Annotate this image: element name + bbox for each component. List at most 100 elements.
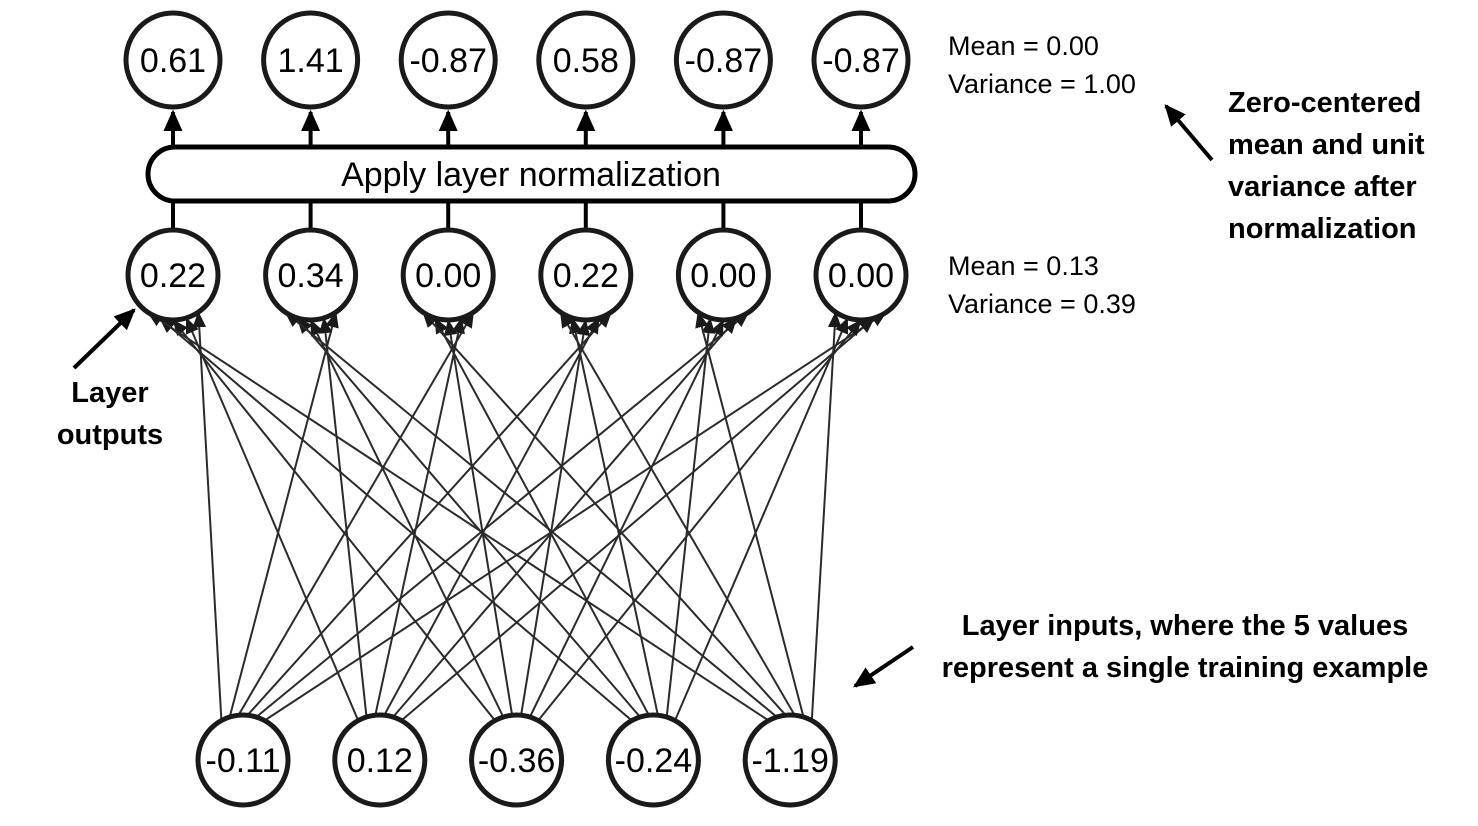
hidden-node-5[interactable]: 0.00 xyxy=(813,227,909,323)
edge-input-0-to-hidden-0 xyxy=(192,311,223,721)
edge-input-1-to-hidden-2 xyxy=(374,317,465,716)
output-variance-label: Variance = 1.00 xyxy=(948,69,1136,99)
output-node-value-4: -0.87 xyxy=(685,42,763,80)
output-node-value-3: 0.58 xyxy=(553,42,619,80)
edge-input-0-to-hidden-2 xyxy=(237,311,475,716)
hidden-variance-label: Variance = 0.39 xyxy=(948,289,1136,319)
output-node-value-1: 1.41 xyxy=(278,42,344,80)
output-node-circle-4 xyxy=(673,10,773,110)
output-node-3[interactable]: 0.58 xyxy=(536,10,636,110)
edge-input-1-to-hidden-5 xyxy=(400,317,875,722)
edge-input-2-to-hidden-3 xyxy=(520,319,591,716)
input-node-circle-3 xyxy=(605,712,701,808)
input-layer-nodes: -0.11 0.12 -0.36 -0.24 -1.19 xyxy=(195,712,838,808)
annotation-zero-centered: Zero-centered mean and unit variance aft… xyxy=(1228,82,1468,250)
output-node-5[interactable]: -0.87 xyxy=(811,10,911,110)
hidden-node-value-2: 0.00 xyxy=(415,257,481,295)
input-node-circle-4 xyxy=(742,712,838,808)
edge-input-1-to-hidden-0 xyxy=(185,317,360,721)
edge-input-2-to-hidden-4 xyxy=(529,319,725,718)
hidden-node-circle-4 xyxy=(675,227,771,323)
input-node-2[interactable]: -0.36 xyxy=(469,712,565,808)
output-node-circle-2 xyxy=(398,10,498,110)
output-node-4[interactable]: -0.87 xyxy=(673,10,773,110)
output-node-circle-0 xyxy=(123,10,223,110)
edge-input-0-to-hidden-3 xyxy=(246,311,612,716)
annotation-layer-outputs-line-2: outputs xyxy=(56,419,164,452)
callout-arrow-zero-centered xyxy=(1164,104,1214,162)
normalization-connectors xyxy=(163,109,871,231)
input-node-value-0: -0.11 xyxy=(206,742,281,780)
output-node-circle-1 xyxy=(261,10,361,110)
output-node-circle-5 xyxy=(811,10,911,110)
edge-input-1-to-hidden-1 xyxy=(318,317,368,718)
hidden-node-value-4: 0.00 xyxy=(690,257,756,295)
output-node-0[interactable]: 0.61 xyxy=(123,10,223,110)
hidden-node-circle-5 xyxy=(813,227,909,323)
annotation-zero-centered-line-2: mean and unit xyxy=(1228,129,1425,162)
output-node-value-0: 0.61 xyxy=(140,42,206,80)
input-node-0[interactable]: -0.11 xyxy=(195,712,291,808)
hidden-layer-nodes: 0.22 0.34 0.00 0.22 0.00 0.00 xyxy=(125,227,909,323)
annotation-zero-centered-line-3: variance after xyxy=(1228,171,1417,204)
hidden-node-circle-0 xyxy=(125,227,221,323)
input-node-circle-0 xyxy=(195,712,291,808)
connection-edges xyxy=(146,311,888,722)
input-node-value-3: -0.24 xyxy=(615,742,693,780)
output-mean-label: Mean = 0.00 xyxy=(948,31,1099,61)
edge-input-3-to-hidden-0 xyxy=(159,317,633,722)
input-node-1[interactable]: 0.12 xyxy=(332,712,428,808)
hidden-node-0[interactable]: 0.22 xyxy=(125,227,221,323)
edge-input-4-to-hidden-3 xyxy=(559,311,796,716)
annotation-layer-inputs: Layer inputs, where the 5 values represe… xyxy=(900,605,1470,689)
annotation-zero-centered-line-4: normalization xyxy=(1228,213,1417,246)
edge-input-2-to-hidden-5 xyxy=(537,319,862,722)
hidden-node-3[interactable]: 0.22 xyxy=(538,227,634,323)
annotation-layer-inputs-line-2: represent a single training example xyxy=(941,652,1429,685)
hidden-node-value-3: 0.22 xyxy=(553,257,619,295)
input-node-circle-2 xyxy=(469,712,565,808)
edge-input-4-to-hidden-0 xyxy=(146,311,770,722)
output-node-circle-3 xyxy=(536,10,636,110)
edge-input-4-to-hidden-5 xyxy=(810,311,842,721)
hidden-node-value-0: 0.22 xyxy=(140,257,206,295)
output-node-2[interactable]: -0.87 xyxy=(398,10,498,110)
edge-input-1-to-hidden-3 xyxy=(383,317,600,716)
edge-input-0-to-hidden-4 xyxy=(255,311,750,718)
annotation-layer-outputs: Layer outputs xyxy=(20,372,200,456)
edge-input-3-to-hidden-2 xyxy=(434,317,650,716)
input-node-circle-1 xyxy=(332,712,428,808)
input-node-value-1: 0.12 xyxy=(347,742,413,780)
callout-arrow-layer-outputs xyxy=(72,308,136,370)
apply-layer-normalization-box[interactable] xyxy=(145,144,918,204)
edge-input-2-to-hidden-2 xyxy=(443,319,514,716)
edge-input-3-to-hidden-3 xyxy=(569,317,659,716)
hidden-node-circle-3 xyxy=(538,227,634,323)
input-node-value-4: -1.19 xyxy=(751,742,829,780)
input-node-3[interactable]: -0.24 xyxy=(605,712,701,808)
apply-layer-normalization-label: Apply layer normalization xyxy=(341,156,721,194)
edge-input-3-to-hidden-4 xyxy=(665,317,716,718)
hidden-node-1[interactable]: 0.34 xyxy=(263,227,359,323)
output-node-1[interactable]: 1.41 xyxy=(261,10,361,110)
hidden-node-value-5: 0.00 xyxy=(828,257,894,295)
output-node-value-5: -0.87 xyxy=(822,42,900,80)
hidden-node-circle-1 xyxy=(263,227,359,323)
edge-input-4-to-hidden-1 xyxy=(284,311,778,718)
annotation-layer-inputs-line-1: Layer inputs, where the 5 values xyxy=(961,610,1409,642)
hidden-node-4[interactable]: 0.00 xyxy=(675,227,771,323)
output-layer-nodes: 0.61 1.41 -0.87 0.58 -0.87 -0.87 xyxy=(123,10,911,110)
edge-input-4-to-hidden-2 xyxy=(422,311,787,716)
hidden-node-value-1: 0.34 xyxy=(278,257,344,295)
edge-input-3-to-hidden-1 xyxy=(296,317,641,718)
edge-input-3-to-hidden-5 xyxy=(674,317,849,721)
edge-input-2-to-hidden-1 xyxy=(309,319,505,718)
annotation-layer-outputs-line-1: Layer xyxy=(71,377,149,409)
edge-input-4-to-hidden-4 xyxy=(695,311,805,718)
annotation-zero-centered-line-1: Zero-centered xyxy=(1228,87,1422,119)
callout-arrow-layer-inputs xyxy=(853,645,915,688)
input-node-4[interactable]: -1.19 xyxy=(742,712,838,808)
hidden-node-2[interactable]: 0.00 xyxy=(400,227,496,323)
